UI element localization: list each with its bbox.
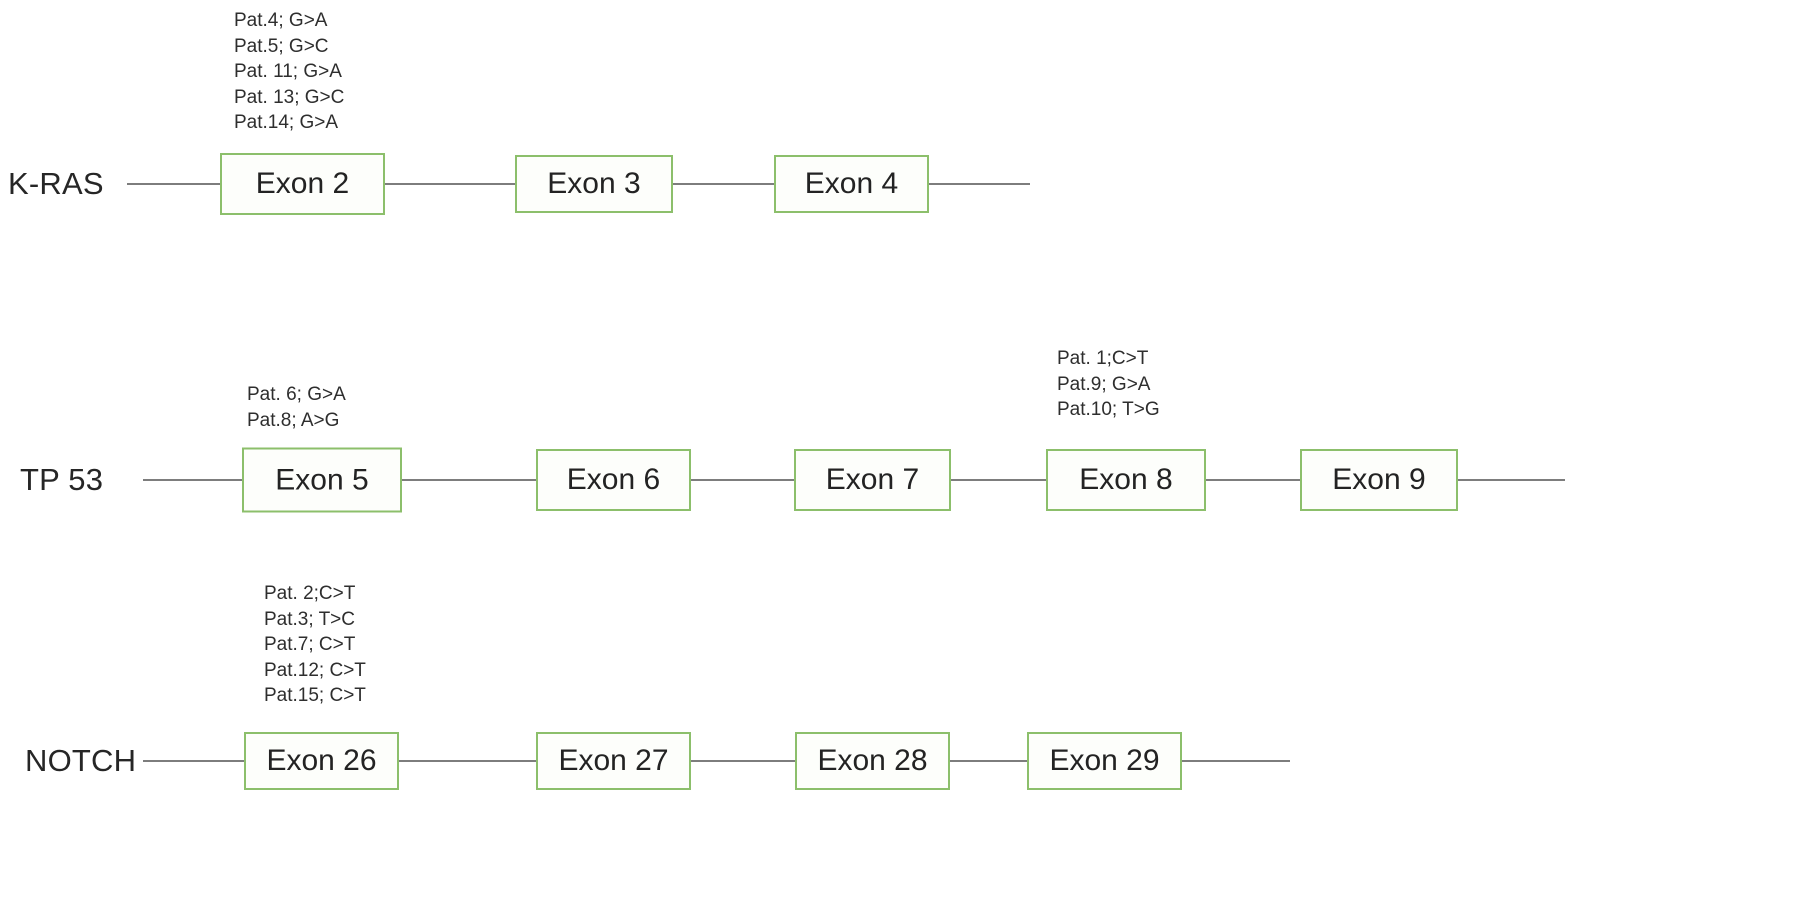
mutation-annotation-line: Pat.3; T>C	[264, 608, 356, 630]
exon-label: Exon 8	[1079, 463, 1173, 496]
mutation-annotation-line: Pat. 13; G>C	[234, 86, 345, 108]
exon-box[interactable]: Exon 9	[1300, 449, 1458, 511]
mutation-annotation-line: Pat.7; C>T	[264, 634, 356, 655]
exon-box[interactable]: Exon 3	[515, 155, 673, 213]
gene-label-notch: NOTCH	[25, 743, 137, 778]
gene-connector-line	[1206, 479, 1300, 481]
mutation-annotation-line: Pat. 2;C>T	[264, 583, 356, 604]
gene-connector-line	[143, 479, 242, 481]
gene-connector-line	[127, 183, 220, 185]
gene-connector-line	[691, 479, 794, 481]
gene-connector-line	[929, 183, 1030, 185]
exon-box[interactable]: Exon 28	[795, 732, 950, 790]
mutation-annotation-line: Pat.10; T>G	[1057, 399, 1160, 420]
exon-label: Exon 5	[275, 463, 369, 496]
exon-label: Exon 26	[266, 744, 377, 777]
exon-label: Exon 9	[1332, 463, 1426, 496]
exon-box[interactable]: Exon 6	[536, 449, 691, 511]
exon-label: Exon 7	[825, 463, 920, 496]
mutation-annotation-line: Pat.8; A>G	[247, 409, 340, 431]
exon-box[interactable]: Exon 2	[220, 153, 385, 215]
exon-box[interactable]: Exon 27	[536, 732, 691, 790]
exon-box[interactable]: Exon 4	[774, 155, 929, 213]
exon-box[interactable]: Exon 5	[242, 447, 402, 513]
exon-label: Exon 4	[804, 167, 899, 200]
gene-connector-line	[673, 183, 774, 185]
gene-connector-line	[950, 760, 1027, 762]
exon-box[interactable]: Exon 29	[1027, 732, 1182, 790]
mutation-annotation-line: Pat.12; C>T	[264, 659, 366, 681]
mutation-annotation-line: Pat. 1;C>T	[1057, 348, 1149, 369]
exon-label: Exon 6	[566, 463, 661, 496]
exon-label: Exon 2	[255, 167, 350, 200]
gene-connector-line	[143, 760, 244, 762]
gene-connector-line	[1182, 760, 1290, 762]
mutation-annotation-block: Pat. 6; G>A Pat.8; A>G	[247, 382, 346, 433]
gene-connector-line	[691, 760, 795, 762]
exon-box[interactable]: Exon 7	[794, 449, 951, 511]
exon-box[interactable]: Exon 26	[244, 732, 399, 790]
exon-label: Exon 3	[547, 167, 641, 200]
gene-label-tp53: TP 53	[20, 462, 104, 497]
mutation-annotation-line: Pat.9; G>A	[1057, 373, 1151, 395]
mutation-annotation-line: Pat.14; G>A	[234, 112, 339, 133]
mutation-annotation-block: Pat. 1;C>T Pat.9; G>A Pat.10; T>G	[1057, 346, 1160, 423]
mutation-annotation-line: Pat.15; C>T	[264, 685, 366, 706]
exon-label: Exon 29	[1049, 744, 1160, 777]
gene-connector-line	[385, 183, 515, 185]
gene-connector-line	[402, 479, 536, 481]
mutation-annotation-line: Pat.5; G>C	[234, 35, 329, 57]
gene-label-k-ras: K-RAS	[8, 166, 104, 201]
mutation-annotation-line: Pat. 11; G>A	[234, 61, 342, 82]
mutation-annotation-line: Pat. 6; G>A	[247, 384, 346, 405]
mutation-annotation-line: Pat.4; G>A	[234, 10, 328, 31]
gene-connector-line	[399, 760, 536, 762]
gene-connector-line	[1458, 479, 1565, 481]
gene-connector-line	[951, 479, 1046, 481]
mutation-annotation-block: Pat. 2;C>T Pat.3; T>C Pat.7; C>T Pat.12; C>…	[264, 581, 366, 709]
exon-box[interactable]: Exon 8	[1046, 449, 1206, 511]
exon-label: Exon 28	[817, 744, 928, 777]
exon-label: Exon 27	[558, 744, 669, 777]
mutation-annotation-block: Pat.4; G>A Pat.5; G>C Pat. 11; G>A Pat. 13;…	[234, 8, 344, 136]
